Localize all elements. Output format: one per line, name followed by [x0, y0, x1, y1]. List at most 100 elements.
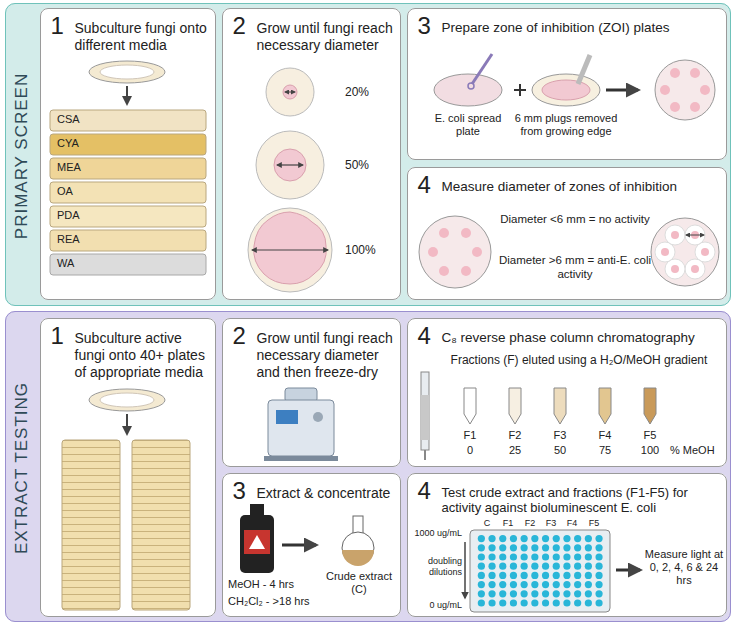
text-label: CYA — [57, 137, 117, 150]
media-stack — [50, 61, 206, 275]
plate-well — [563, 590, 570, 597]
text-label: doubling dilutions — [408, 556, 462, 578]
text-label: MeOH - 4 hrs — [228, 578, 328, 591]
band-fill — [5, 311, 731, 622]
plate-well — [595, 572, 602, 579]
plate-well — [595, 581, 602, 588]
plate-well — [542, 544, 549, 551]
plate-well — [553, 590, 560, 597]
text-label: Fractions (F) eluted using a H₂O/MeOH gr… — [436, 353, 722, 367]
plate-well — [585, 535, 592, 542]
text-label: 100% — [345, 243, 395, 257]
plate-well — [531, 544, 538, 551]
text-label: CH₂Cl₂ - >18 hrs — [228, 595, 328, 608]
step-heading: C₈ reverse phase column chromatography — [442, 330, 720, 346]
text-label: OA — [57, 185, 117, 198]
text-label: 100 — [635, 444, 665, 457]
plate-well — [531, 590, 538, 597]
plate-well — [488, 563, 495, 570]
step-number: 3 — [233, 477, 246, 505]
freeze-dryer — [264, 388, 338, 461]
plate-well — [595, 590, 602, 597]
step-box: 1 Subculture active fungi onto 40+ plates… — [40, 318, 216, 617]
step-number: 1 — [51, 322, 64, 350]
plate-well — [510, 599, 517, 606]
plate-well — [521, 544, 528, 551]
plate-well — [585, 590, 592, 597]
plate-well — [478, 599, 485, 606]
plate-well — [510, 590, 517, 597]
plate-well — [574, 544, 581, 551]
text-label: 6 mm plugs removed from growing edge — [513, 112, 619, 138]
text-label: F1 — [498, 518, 518, 529]
step-heading: Grow until fungi reach necessary diamete… — [257, 330, 394, 381]
text-label: 50% — [345, 158, 395, 172]
plate-well — [478, 544, 485, 551]
step-number: 2 — [233, 322, 246, 350]
section-band: PRIMARY SCREEN1Subculture fungi onto dif… — [5, 3, 731, 306]
plate-well — [585, 553, 592, 560]
plate-well — [478, 553, 485, 560]
plate-well — [488, 590, 495, 597]
text-label: PDA — [57, 209, 117, 222]
zoi-measure — [419, 216, 719, 288]
plate-well — [499, 553, 506, 560]
plate-well — [521, 599, 528, 606]
text-label: CSA — [57, 113, 117, 126]
well-plate — [465, 530, 640, 612]
text-label: Crude extract (C) — [320, 570, 398, 596]
plate-well — [585, 572, 592, 579]
plate-well — [488, 544, 495, 551]
plate-well — [542, 563, 549, 570]
text-label: Diameter >6 mm = anti-E. coli activity — [497, 254, 653, 282]
plate-well — [521, 553, 528, 560]
plate-well — [521, 535, 528, 542]
step-box: 3Prepare zone of inhibition (ZOI) plates — [407, 8, 727, 160]
text-label: 75 — [590, 444, 620, 457]
plate-well — [585, 599, 592, 606]
plate-well — [531, 599, 538, 606]
plate-well — [553, 563, 560, 570]
plate-well — [478, 535, 485, 542]
text-label: F2 — [500, 429, 530, 442]
text-label: F4 — [562, 518, 582, 529]
plate-well — [510, 544, 517, 551]
plate-well — [521, 590, 528, 597]
plate-well — [542, 535, 549, 542]
text-label: REA — [57, 233, 117, 246]
plate-well — [488, 572, 495, 579]
plate-well — [563, 572, 570, 579]
plate-well — [542, 553, 549, 560]
plate-well — [499, 563, 506, 570]
plate-well — [478, 590, 485, 597]
plate-well — [478, 581, 485, 588]
plate-well — [499, 581, 506, 588]
step-heading: Subculture active fungi onto 40+ plates … — [75, 330, 209, 381]
step-number: 4 — [418, 322, 431, 350]
step-box: 4 C₈ reverse phase column chromatography — [407, 318, 727, 467]
step-box: 1Subculture fungi onto different media — [40, 8, 216, 300]
plate-well — [510, 581, 517, 588]
plate-well — [574, 581, 581, 588]
plate-stacks — [62, 389, 190, 610]
plate-well — [563, 535, 570, 542]
step-box: 2Grow until fungi reach necessary diamet… — [222, 8, 401, 300]
step-number: 4 — [418, 171, 431, 199]
plate-well — [499, 544, 506, 551]
plate-well — [553, 572, 560, 579]
step-box: 3Extract & concentrate — [222, 473, 401, 617]
plate-well — [574, 553, 581, 560]
plate-well — [531, 572, 538, 579]
plate-well — [510, 553, 517, 560]
step-heading: Grow until fungi reach necessary diamete… — [257, 20, 394, 54]
plate-well — [510, 572, 517, 579]
text-label: 0 ug/mL — [408, 600, 462, 611]
plate-well — [585, 563, 592, 570]
plate-well — [542, 590, 549, 597]
plate-well — [585, 544, 592, 551]
text-label: 25 — [500, 444, 530, 457]
step-number: 4 — [418, 477, 431, 505]
step-box: 2 Grow until fungi reach necessary diamet… — [222, 318, 401, 467]
plate-well — [595, 535, 602, 542]
text-label: 20% — [345, 85, 395, 99]
